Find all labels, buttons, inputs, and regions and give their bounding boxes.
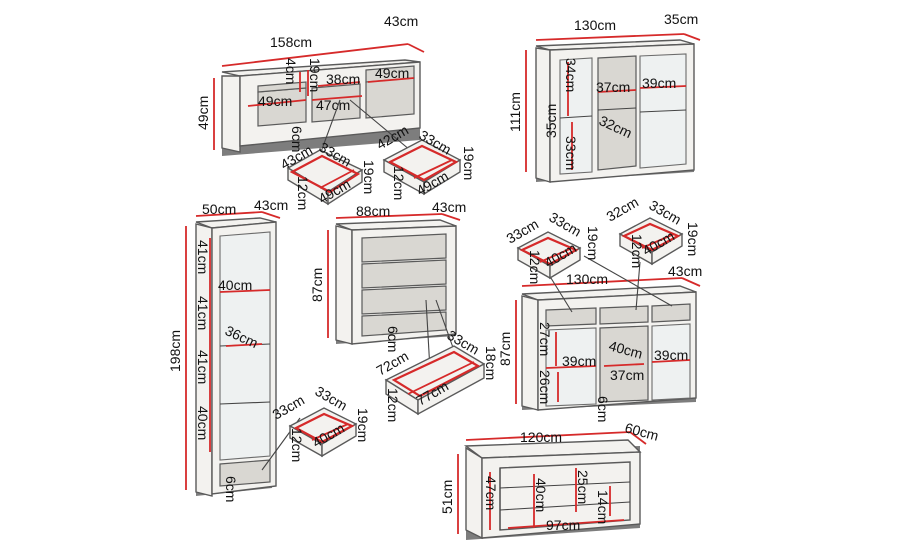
tv-unit-height-label: 49cm bbox=[195, 96, 211, 130]
svg-text:97cm: 97cm bbox=[546, 517, 580, 533]
svg-text:12cm: 12cm bbox=[295, 176, 311, 210]
svg-text:12cm: 12cm bbox=[527, 250, 543, 284]
tv-unit-label-47: 47cm bbox=[316, 97, 350, 113]
display-cabinet-depth-label: 35cm bbox=[664, 11, 698, 27]
svg-text:27cm: 27cm bbox=[537, 322, 553, 356]
svg-text:39cm: 39cm bbox=[642, 75, 676, 91]
tall-cabinet-depth-label: 43cm bbox=[254, 197, 288, 213]
svg-text:19cm: 19cm bbox=[685, 222, 701, 256]
display-cabinet-width-label: 130cm bbox=[574, 17, 616, 33]
tv-unit-drawer-left: 43cm 33cm 12cm 49cm 19cm bbox=[278, 139, 378, 210]
sideboard-height-label: 87cm bbox=[497, 332, 513, 366]
svg-text:37cm: 37cm bbox=[610, 367, 644, 383]
svg-text:18cm: 18cm bbox=[483, 346, 499, 380]
svg-text:47cm: 47cm bbox=[483, 476, 499, 510]
display-cabinet: 130cm 35cm 111cm 34cm 35cm 33cm 37cm 39c… bbox=[507, 11, 701, 183]
bench: 120cm 60cm 51cm 47cm 40cm 25cm 14cm 97cm bbox=[439, 419, 660, 540]
bench-width-label: 120cm bbox=[520, 429, 562, 445]
tall-cabinet-drawer: 33cm 33cm 12cm 40cm 19cm bbox=[270, 383, 372, 462]
tv-unit-label-49a: 49cm bbox=[375, 65, 409, 81]
svg-text:6cm: 6cm bbox=[595, 396, 611, 422]
tv-unit-width-label: 158cm bbox=[270, 34, 312, 50]
tall-cabinet: 50cm 43cm 198cm 41cm 40cm 41cm 36cm 41cm… bbox=[167, 197, 371, 502]
chest-of-drawers: 88cm 43cm 87cm 6cm 72cm 33cm 12cm 77cm 1… bbox=[309, 199, 499, 422]
svg-text:12cm: 12cm bbox=[629, 234, 645, 268]
svg-text:14cm: 14cm bbox=[595, 490, 611, 524]
tv-unit-depth-label: 43cm bbox=[384, 13, 418, 29]
svg-text:41cm: 41cm bbox=[195, 240, 211, 274]
svg-text:40cm: 40cm bbox=[195, 406, 211, 440]
chest-drawer: 72cm 33cm 12cm 77cm 18cm bbox=[374, 327, 500, 422]
svg-text:39cm: 39cm bbox=[562, 353, 596, 369]
svg-text:25cm: 25cm bbox=[575, 470, 591, 504]
svg-text:6cm: 6cm bbox=[385, 326, 401, 352]
svg-text:33cm: 33cm bbox=[563, 136, 579, 170]
svg-text:41cm: 41cm bbox=[195, 350, 211, 384]
svg-text:19cm: 19cm bbox=[355, 408, 371, 442]
tv-unit-label-19: 19cm bbox=[307, 58, 323, 92]
svg-text:26cm: 26cm bbox=[537, 370, 553, 404]
chest-depth-label: 43cm bbox=[432, 199, 466, 215]
sideboard-depth-label: 43cm bbox=[668, 263, 702, 279]
tall-cabinet-height-label: 198cm bbox=[167, 330, 183, 372]
svg-text:39cm: 39cm bbox=[654, 347, 688, 363]
svg-text:33cm: 33cm bbox=[313, 383, 351, 414]
svg-text:12cm: 12cm bbox=[385, 388, 401, 422]
tv-unit-label-49b: 49cm bbox=[258, 93, 292, 109]
svg-text:12cm: 12cm bbox=[289, 428, 305, 462]
tv-unit-label-38: 38cm bbox=[326, 71, 360, 87]
display-cabinet-height-label: 111cm bbox=[507, 92, 523, 132]
sideboard-drawer-right: 32cm 33cm 12cm 40cm 19cm bbox=[604, 194, 702, 269]
tall-cabinet-width-label: 50cm bbox=[202, 201, 236, 217]
svg-text:40cm: 40cm bbox=[218, 277, 252, 293]
svg-text:19cm: 19cm bbox=[585, 226, 601, 260]
svg-text:41cm: 41cm bbox=[195, 296, 211, 330]
svg-text:40cm: 40cm bbox=[533, 478, 549, 512]
bench-height-label: 51cm bbox=[439, 480, 455, 514]
svg-text:12cm: 12cm bbox=[391, 166, 407, 200]
svg-text:6cm: 6cm bbox=[223, 476, 239, 502]
sideboard: 130cm 43cm 87cm 27cm 39cm 40cm 39cm 26cm… bbox=[497, 194, 702, 423]
svg-text:19cm: 19cm bbox=[461, 146, 477, 180]
tv-unit-label-6: 6cm bbox=[289, 126, 305, 152]
svg-text:35cm: 35cm bbox=[543, 104, 559, 138]
tv-unit-drawer-right: 42cm 33cm 12cm 49cm 19cm bbox=[374, 122, 478, 201]
svg-text:19cm: 19cm bbox=[361, 160, 377, 194]
tv-unit: 158cm 43cm 49cm 4cm 19cm 38cm 49cm 49cm … bbox=[195, 13, 477, 210]
chest-width-label: 88cm bbox=[356, 203, 390, 219]
chest-height-label: 87cm bbox=[309, 268, 325, 302]
tv-unit-label-4: 4cm bbox=[283, 58, 299, 84]
sideboard-width-label: 130cm bbox=[566, 271, 608, 287]
svg-text:32cm: 32cm bbox=[604, 194, 642, 225]
svg-text:34cm: 34cm bbox=[563, 58, 579, 92]
svg-text:37cm: 37cm bbox=[596, 79, 630, 95]
